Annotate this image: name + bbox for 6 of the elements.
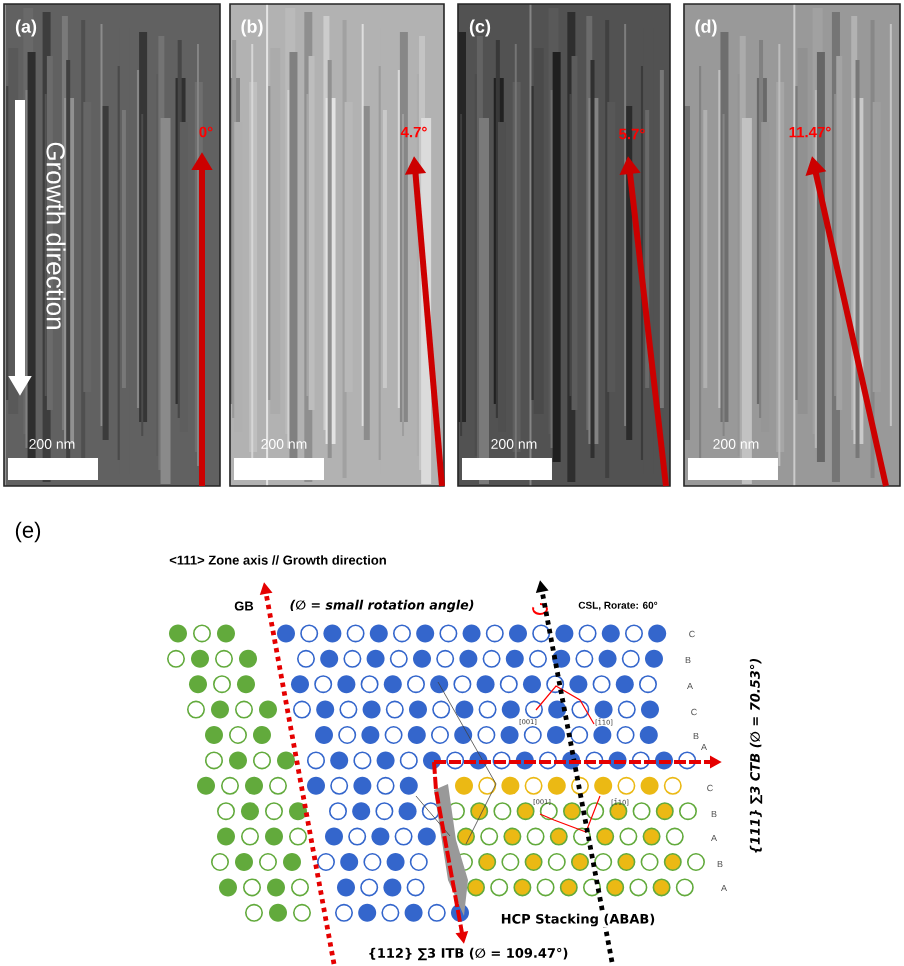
panel-label: (a) — [15, 19, 37, 37]
panel-label: (b) — [241, 19, 263, 37]
panel-label: (e) — [15, 521, 41, 543]
panel-label: (c) — [469, 19, 491, 37]
direction-label: Growth direction — [46, 142, 66, 329]
panel-label: (d) — [695, 19, 717, 37]
